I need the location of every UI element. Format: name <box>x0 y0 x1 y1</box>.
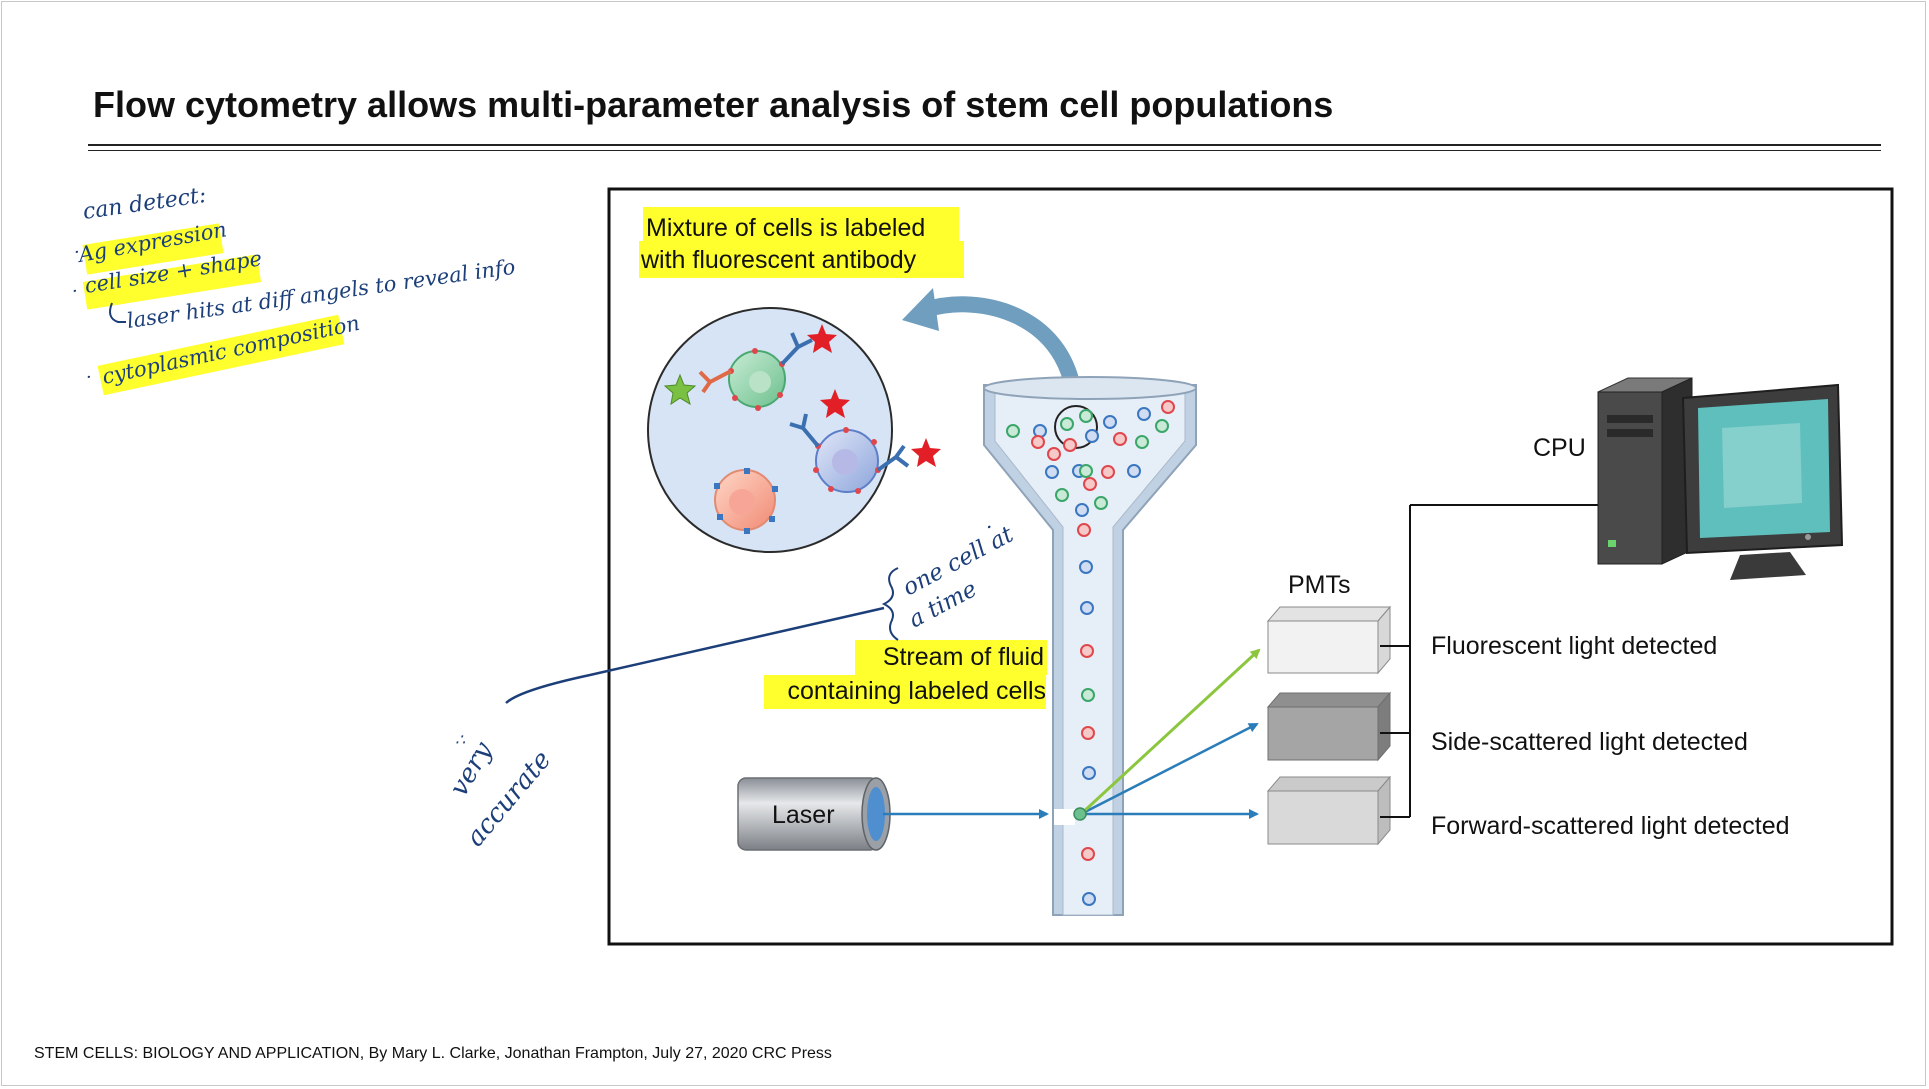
blue-cell-nucleus <box>832 449 858 475</box>
stream-cell <box>1080 644 1094 658</box>
green-cell-nucleus <box>749 371 771 393</box>
pmts-label: PMTs <box>1288 571 1351 599</box>
stream-cell <box>1155 419 1169 433</box>
antibody-blue-1 <box>780 332 813 366</box>
note-very: very <box>444 737 499 802</box>
highlight-mixture-1 <box>643 207 959 241</box>
cell-mixture-zoom <box>647 307 941 553</box>
title-rule-top <box>88 144 1881 146</box>
stream-cell <box>1079 409 1093 423</box>
laser-label: Laser <box>772 801 835 829</box>
fluorescence-beam <box>1079 648 1261 816</box>
pmt-connectors <box>1380 504 1598 818</box>
side-scatter-beam <box>1080 722 1259 816</box>
detector-label-side-scatter: Side-scattered light detected <box>1431 728 1748 756</box>
note-bullet-2: · <box>72 281 78 302</box>
stream-cell <box>1094 496 1108 510</box>
stream-cell <box>1075 503 1089 517</box>
slide-footer-citation: STEM CELLS: BIOLOGY AND APPLICATION, By … <box>34 1045 832 1062</box>
zoom-arrow-shaft <box>922 296 1083 406</box>
laser-window <box>1054 809 1075 825</box>
antibody-blue-3 <box>876 444 910 472</box>
stream-cell <box>1031 435 1045 449</box>
red-star-2 <box>820 389 850 418</box>
stream-cell <box>1079 560 1093 574</box>
red-star-3 <box>911 438 941 467</box>
detector-label-forward-scatter: Forward-scattered light detected <box>1431 812 1790 840</box>
pmt-side-scatter <box>1266 691 1392 762</box>
stream-cell <box>1081 726 1095 740</box>
stream-cell <box>1006 424 1020 438</box>
red-cell-nucleus <box>729 489 755 515</box>
stream-cell <box>1161 400 1175 414</box>
stream-cell <box>1060 417 1074 431</box>
highlight-ag <box>82 223 224 275</box>
stream-cell <box>1077 523 1091 537</box>
stream-cell <box>1055 488 1069 502</box>
stream-cell <box>1135 435 1149 449</box>
note-can-detect: can detect: <box>81 183 207 225</box>
pmt-fluorescent <box>1266 605 1392 675</box>
stream-cell <box>1083 477 1097 491</box>
red-star-1 <box>807 324 837 353</box>
note-dot: . <box>986 509 992 533</box>
stream-cell <box>1101 465 1115 479</box>
slide-title: Flow cytometry allows multi-parameter an… <box>93 84 1334 125</box>
note-sub-arrow <box>109 302 126 323</box>
funnel-cells <box>1006 400 1175 906</box>
highlight-mixture-2 <box>639 241 964 278</box>
stream-cell <box>1082 892 1096 906</box>
cpu-label: CPU <box>1533 434 1586 462</box>
red-cell-antigens <box>714 468 778 534</box>
stream-cell <box>1113 432 1127 446</box>
stream-cell <box>1127 464 1141 478</box>
laser-device <box>737 777 891 851</box>
stream-cell <box>1080 601 1094 615</box>
note-brace <box>881 567 899 641</box>
stream-cell <box>1063 438 1077 452</box>
detector-label-fluorescent: Fluorescent light detected <box>1431 632 1717 660</box>
stream-cell <box>1081 847 1095 861</box>
stream-cell <box>1137 407 1151 421</box>
highlight-cell-size <box>82 254 262 310</box>
mixture-label-line1: Mixture of cells is labeled <box>646 214 925 242</box>
stream-cell <box>1079 464 1093 478</box>
note-bullet-1: · <box>74 242 80 263</box>
stream-cell <box>1045 465 1059 479</box>
green-star-fluorophore <box>663 373 697 406</box>
cell-at-laser <box>1073 807 1087 821</box>
note-therefore-dots: ∴ <box>455 730 466 749</box>
note-pointer-line <box>505 606 885 704</box>
note-bullet-3: · <box>86 367 92 388</box>
zoom-arrow-head <box>902 288 939 331</box>
stream-label-line2: containing labeled cells <box>787 677 1046 705</box>
stream-cell <box>1047 447 1061 461</box>
highlight-stream-1 <box>855 640 1047 675</box>
stream-cell <box>1082 766 1096 780</box>
mixture-label-line2: with fluorescent antibody <box>640 246 917 274</box>
title-rule-bottom <box>88 150 1881 151</box>
stream-cell <box>1081 688 1095 702</box>
stream-label-line1: Stream of fluid <box>883 643 1044 671</box>
stream-cell <box>1085 429 1099 443</box>
antibody-green <box>698 369 732 394</box>
computer-icon <box>1597 377 1844 580</box>
antibody-blue-2 <box>789 413 820 448</box>
stream-cell <box>1103 415 1117 429</box>
highlight-stream-2 <box>764 675 1046 709</box>
highlight-cytoplasmic <box>97 314 345 396</box>
stream-cell <box>1033 424 1047 438</box>
pmt-forward-scatter <box>1266 775 1392 846</box>
